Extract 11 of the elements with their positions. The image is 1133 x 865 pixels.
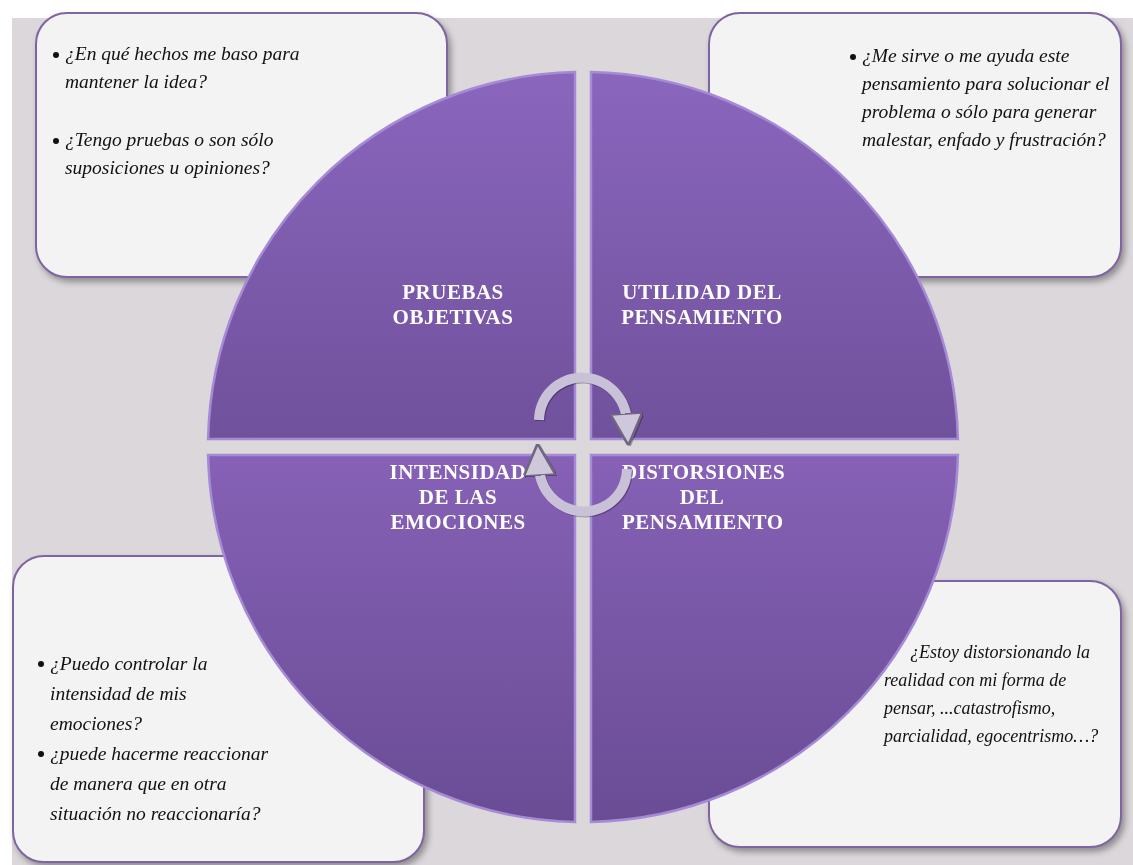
quadrant-title: PRUEBAS OBJETIVAS	[391, 280, 515, 330]
quadrant-title: UTILIDAD DEL PENSAMIENTO	[620, 280, 784, 330]
question-text: ¿puede hacerme reaccionar de manera que en otra situación no reaccionaría?	[38, 739, 290, 829]
question-text: ¿Me sirve o me ayuda este pensamiento para solucionar el problema o sólo para generar malestar, enfado y frustración?	[850, 42, 1124, 154]
quadrant-title: DISTORSIONES DEL PENSAMIENTO	[622, 460, 782, 535]
question-text: ¿Estoy distorsionando la realidad con mi forma de pensar, ...catastrofismo, parcialidad, egocentrismo…?	[884, 641, 1100, 748]
question-text: ¿En qué hechos me baso para mantener la idea?	[53, 40, 305, 96]
cycle-arrow	[522, 442, 632, 517]
question-text: ¿Puedo controlar la intensidad de mis emociones?	[38, 649, 265, 739]
question-text: ¿Tengo pruebas o son sólo suposiciones u opiniones?	[53, 126, 325, 182]
quadrant-title: INTENSIDAD DE LAS EMOCIONES	[388, 460, 528, 535]
